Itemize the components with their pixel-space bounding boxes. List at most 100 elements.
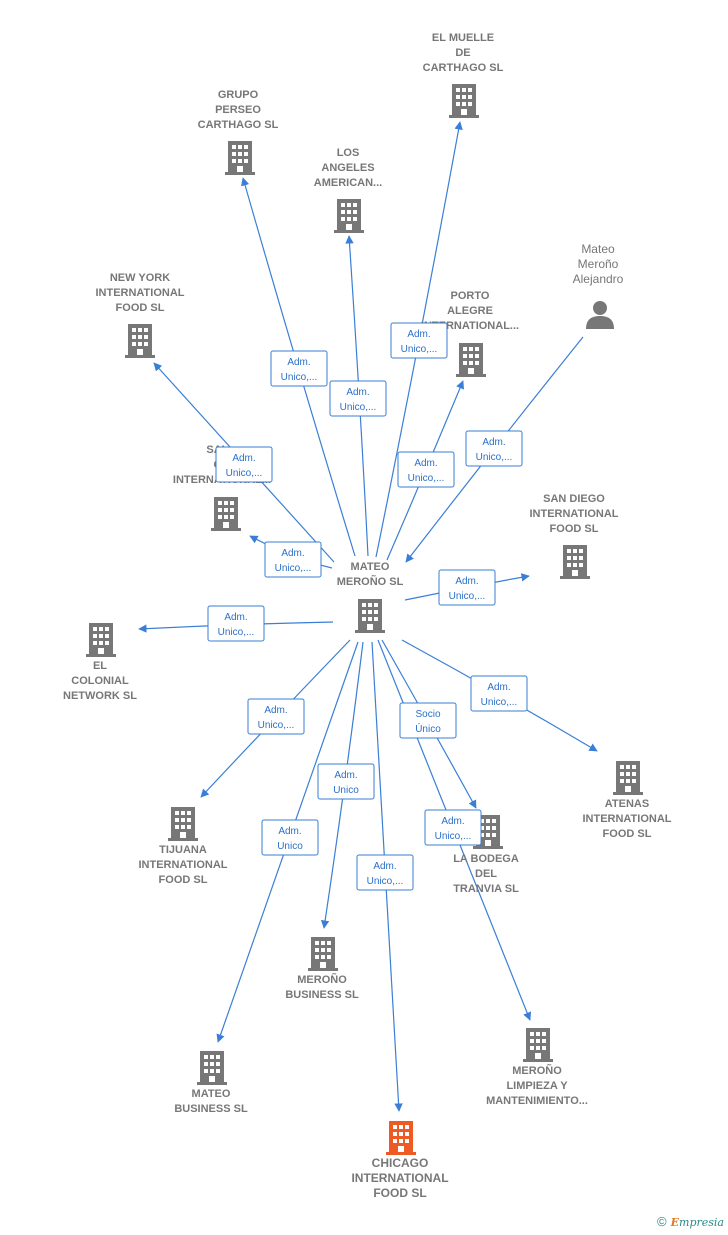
node-label: TIJUANA — [159, 844, 207, 856]
relation-label-text: Unico — [333, 785, 359, 796]
relation-label-grupo-perseo[interactable]: Adm.Unico,... — [270, 350, 328, 387]
node-label: MANTENIMIENTO... — [486, 1095, 588, 1107]
building-icon — [449, 84, 479, 118]
relation-label-el-muelle[interactable]: Adm.Unico,... — [390, 322, 448, 359]
relation-label-box — [465, 430, 523, 467]
relation-label-box — [270, 350, 328, 387]
node-label: INTERNATIONAL — [582, 813, 671, 825]
building-icon — [456, 343, 486, 377]
relation-label-san-diego[interactable]: Adm.Unico,... — [438, 569, 496, 606]
building-icon — [386, 1121, 416, 1155]
node-merono-limpieza[interactable]: MEROÑO LIMPIEZA Y MANTENIMIENTO... — [486, 1028, 588, 1107]
building-icon — [211, 497, 241, 531]
node-label: Alejandro — [573, 272, 624, 286]
relation-label-box — [329, 380, 387, 417]
relation-label-salvador[interactable]: Adm.Unico,... — [264, 541, 322, 578]
relation-label-text: Socio — [415, 709, 440, 720]
node-atenas[interactable]: ATENAS INTERNATIONAL FOOD SL — [582, 761, 672, 840]
building-icon — [86, 623, 116, 657]
relation-label-mateo-person[interactable]: Adm.Unico,... — [465, 430, 523, 467]
relation-label-los-angeles[interactable]: Adm. Unico,... — [329, 380, 387, 417]
building-icon — [308, 937, 338, 971]
relation-label-box — [356, 854, 414, 891]
relation-label-text: Unico,... — [258, 720, 295, 731]
relation-label-text: Adm. — [281, 548, 304, 559]
relation-label-text: Adm. — [487, 682, 510, 693]
building-icon — [334, 199, 364, 233]
node-label: INTERNATIONAL — [95, 287, 184, 299]
node-label: NETWORK SL — [63, 690, 137, 702]
node-label: MATEO — [192, 1088, 231, 1100]
relation-label-new-york[interactable]: Adm.Unico,... — [215, 446, 273, 483]
relation-label-text: Adm. — [414, 458, 437, 469]
node-label: LIMPIEZA Y — [506, 1080, 568, 1092]
node-los-angeles[interactable]: LOSANGELESAMERICAN... — [314, 147, 382, 233]
relation-label-text: Unico,... — [435, 831, 472, 842]
relation-label-box — [264, 541, 322, 578]
node-label: CHICAGO — [372, 1156, 429, 1170]
node-label: PERSEO — [215, 104, 261, 116]
relation-label-text: Adm. — [278, 826, 301, 837]
relation-label-text: Adm. — [287, 357, 310, 368]
relation-label-text: Adm. — [232, 453, 255, 464]
relation-label-text: Unico,... — [367, 876, 404, 887]
node-new-york[interactable]: NEW YORK INTERNATIONAL FOOD SL — [95, 272, 185, 358]
building-icon — [523, 1028, 553, 1062]
relation-label-porto-alegre[interactable]: Adm. Unico,... — [397, 451, 455, 488]
node-label: INTERNATIONAL — [138, 859, 227, 871]
relation-label-box — [207, 605, 265, 642]
node-label: AMERICAN... — [314, 177, 382, 189]
building-icon — [168, 807, 198, 841]
node-label: SAN DIEGO — [543, 493, 605, 505]
relation-label-atenas[interactable]: Adm.Unico,... — [470, 675, 528, 712]
node-label: ALEGRE — [447, 305, 493, 317]
node-label: MEROÑO — [512, 1064, 562, 1077]
node-label: EL — [93, 660, 107, 672]
relation-label-text: Unico,... — [449, 591, 486, 602]
node-label: ATENAS — [605, 798, 649, 810]
relation-label-el-colonial[interactable]: Adm.Unico,... — [207, 605, 265, 642]
relation-labels-layer: Adm. Unico,... Adm. Unico,... Adm. Unico,... A… — [207, 322, 528, 891]
relation-label-merono-limpieza[interactable]: Adm. Unico,... — [424, 809, 482, 846]
relation-label-box — [470, 675, 528, 712]
relation-label-box — [438, 569, 496, 606]
relation-label-mateo-business[interactable]: Adm.Unico — [261, 819, 319, 856]
relation-label-text: Adm. — [482, 437, 505, 448]
node-label: FOOD SL — [116, 302, 165, 314]
node-label: NEW YORK — [110, 272, 170, 284]
node-el-colonial[interactable]: EL COLONIAL NETWORK SL — [63, 623, 137, 702]
node-label: MEROÑO SL — [337, 575, 404, 588]
node-label: BUSINESS SL — [285, 989, 359, 1001]
node-label: LOS — [337, 147, 360, 159]
brand-logo: Empresia — [670, 1216, 724, 1229]
node-label: COLONIAL — [71, 675, 129, 687]
node-label: EL MUELLE — [432, 32, 494, 44]
relation-label-text: Adm. — [346, 387, 369, 398]
relation-label-text: Unico,... — [408, 473, 445, 484]
relation-label-chicago[interactable]: Adm.Unico,... — [356, 854, 414, 891]
relation-label-tijuana[interactable]: Adm.Unico,... — [247, 698, 305, 735]
relation-label-text: Unico,... — [340, 402, 377, 413]
relation-label-box — [317, 763, 375, 800]
relation-label-box — [397, 451, 455, 488]
relation-label-text: Adm. — [407, 329, 430, 340]
relation-label-merono-business[interactable]: Adm.Unico — [317, 763, 375, 800]
relation-label-box — [215, 446, 273, 483]
node-label: DE — [455, 47, 470, 59]
node-label: Mateo — [581, 242, 615, 256]
building-icon — [197, 1051, 227, 1085]
node-label: FOOD SL — [603, 828, 652, 840]
building-icon — [225, 141, 255, 175]
relation-label-text: Adm. — [441, 816, 464, 827]
